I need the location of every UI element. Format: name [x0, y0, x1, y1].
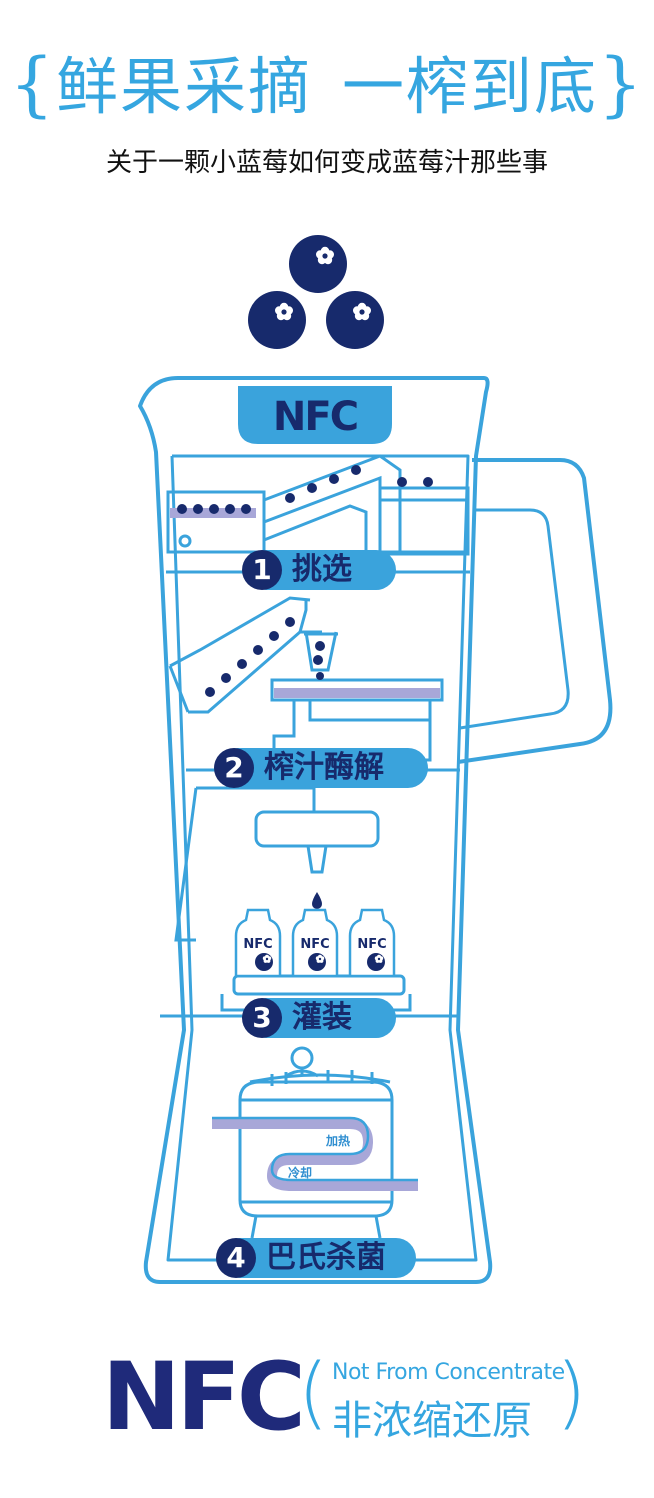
blender-jug: [138, 376, 493, 1284]
footer-english: Not From Concentrate: [332, 1360, 565, 1385]
heat-label: 加热: [326, 1134, 351, 1148]
title-part-2: 一榨到底: [342, 50, 599, 123]
pasteurizer: [238, 1046, 394, 1239]
step-2-label: 榨汁酶解: [264, 750, 384, 785]
blueberry: [326, 291, 384, 349]
step-1-pill: 1 挑选: [242, 550, 396, 590]
footer-chinese: 非浓缩还原: [332, 1398, 532, 1444]
step-2-number: 2: [214, 748, 254, 788]
svg-text:NFC: NFC: [357, 937, 386, 952]
step-1-label: 挑选: [292, 552, 352, 587]
blender-inner-wall: [166, 454, 478, 1262]
step-3-pill: 3 灌装: [242, 998, 396, 1038]
step-1-number: 1: [242, 550, 282, 590]
page-subtitle: 关于一颗小蓝莓如何变成蓝莓汁那些事: [105, 148, 548, 178]
bottle: NFC: [291, 908, 339, 978]
footer-paren-close: ): [556, 1348, 587, 1438]
juicing-machine: [168, 596, 444, 762]
blueberry-cluster: [248, 235, 384, 349]
bottles: NFC NFC NFC: [234, 908, 396, 978]
juice-drop: [312, 892, 322, 909]
step-4-number: 4: [216, 1238, 256, 1278]
title-part-1: 鲜果采摘: [55, 50, 312, 123]
step-2-pill: 2 榨汁酶解: [214, 748, 428, 788]
nfc-badge-text: NFC: [273, 394, 357, 440]
footer-nfc-logo: NFC: [102, 1343, 306, 1452]
svg-text:NFC: NFC: [243, 937, 272, 952]
step-3-number: 3: [242, 998, 282, 1038]
step-4-label: 巴氏杀菌: [266, 1240, 386, 1275]
bottle: NFC: [234, 908, 282, 978]
step-3-label: 灌装: [292, 1000, 352, 1035]
footer-paren-open: (: [298, 1348, 329, 1438]
blender-handle: [457, 458, 613, 764]
blueberry: [248, 291, 306, 349]
header: {鲜果采摘一榨到底}: [0, 46, 654, 125]
blueberry: [289, 235, 347, 293]
heating-coil: [212, 1119, 418, 1191]
step-4-pill: 4 巴氏杀菌: [216, 1238, 416, 1278]
cool-label: 冷却: [288, 1166, 313, 1180]
sorting-berries: [177, 465, 433, 514]
nfc-badge: NFC: [238, 386, 392, 444]
bottle: NFC: [348, 908, 396, 978]
brace-open: {: [9, 43, 56, 125]
svg-text:NFC: NFC: [300, 937, 329, 952]
brace-close: }: [598, 43, 645, 125]
page-title: {鲜果采摘一榨到底}: [9, 46, 644, 125]
juicing-berries: [205, 617, 325, 697]
